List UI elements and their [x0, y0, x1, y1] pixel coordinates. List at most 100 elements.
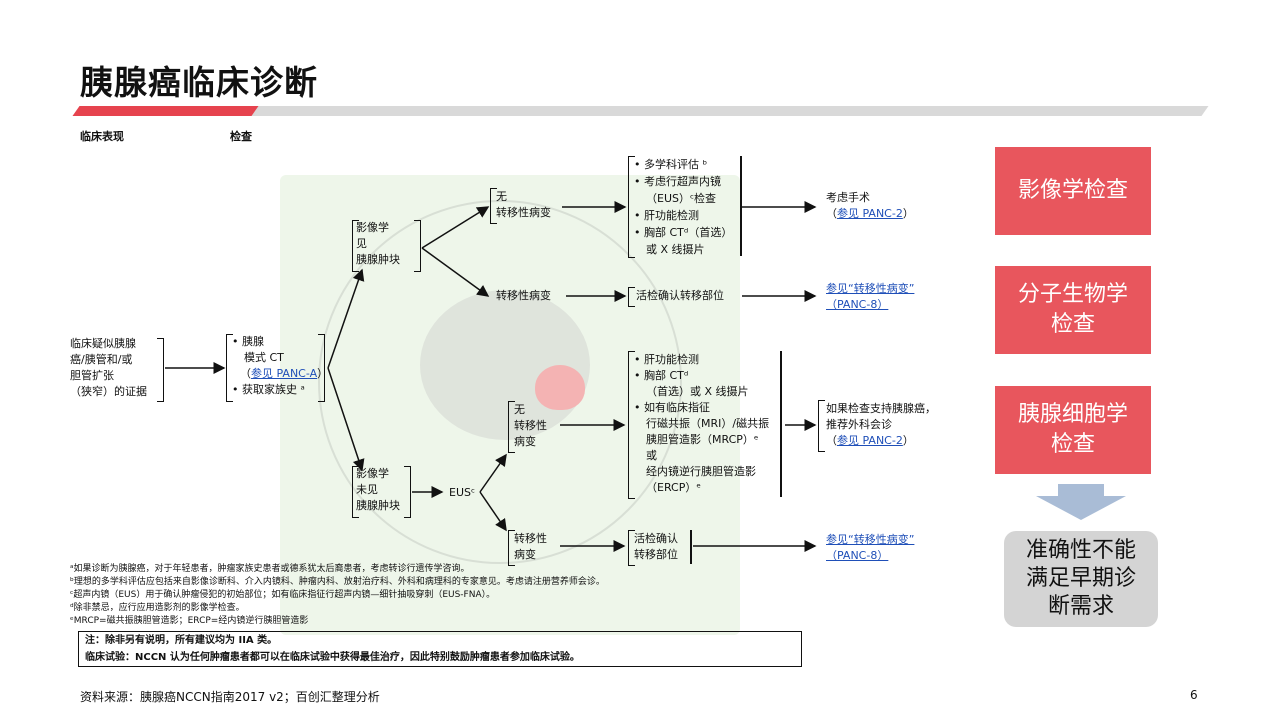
page-number: 6 — [1190, 688, 1198, 702]
bottom-list-divider — [780, 351, 782, 497]
bottom-list-item: 或 — [646, 449, 657, 462]
clinical-presentation-box: 临床疑似胰腺 癌/胰管和/或 胆管扩张 （狭窄）的证据 — [70, 336, 147, 400]
workup-line: • 胰腺 — [232, 335, 264, 348]
paren: ） — [902, 434, 914, 447]
workup-box: • 胰腺 模式 CT （参见 PANC-A） • 获取家族史 ᵃ — [232, 334, 328, 398]
panc-2-link[interactable]: 参见 PANC-2 — [837, 434, 903, 447]
imaging-exam-label: 影像学检查 — [1017, 178, 1128, 203]
bottom-list-item: （ERCP）ᵉ — [646, 481, 701, 494]
top-list-item: • 多学科评估 ᵇ — [634, 158, 708, 171]
mass-seen-bracket-right — [414, 220, 421, 272]
meta-top-label: 转移性病变 — [496, 289, 551, 302]
mass-seen-line: 影像学 — [356, 221, 389, 234]
biopsy-top-text: 活检确认转移部位 — [636, 289, 724, 302]
biopsy-bottom-line: 活检确认 — [634, 532, 678, 545]
paren: （ — [826, 207, 837, 220]
if-support-bracket — [818, 400, 825, 452]
consider-surgery-text: 考虑手术 — [826, 191, 870, 204]
top-list-item: 或 X 线摄片 — [646, 243, 705, 256]
see-meta-top[interactable]: 参见“转移性病变” （PANC-8） — [826, 281, 914, 313]
mass-unseen-box: 影像学 未见 胰腺肿块 — [356, 466, 400, 514]
mass-unseen-bracket — [352, 466, 359, 518]
paren: （ — [826, 434, 837, 447]
top-workup-list: • 多学科评估 ᵇ • 考虑行超声内镜 （EUS）ᶜ检查 • 肝功能检测 • 胸… — [634, 156, 732, 258]
biopsy-bottom-line: 转移部位 — [634, 548, 678, 561]
note-box: 注：除非另有说明，所有建议均为 IIA 类。 临床试验：NCCN 认为任何肿瘤患… — [78, 631, 802, 667]
top-list-item: • 考虑行超声内镜 — [634, 175, 721, 188]
molecular-biology-label: 分子生物学检查 — [1017, 282, 1128, 337]
meta-bottom-line: 病变 — [514, 548, 536, 561]
source-note: 资料来源：胰腺癌NCCN指南2017 v2；百创汇整理分析 — [80, 690, 380, 704]
down-arrow-icon — [1036, 484, 1126, 520]
page-title: 胰腺癌临床诊断 — [80, 63, 318, 102]
mass-unseen-line: 未见 — [356, 483, 378, 496]
footnote: ᵈ除非禁忌，应行应用造影剂的影像学检查。 — [70, 603, 245, 613]
imaging-exam-box: 影像学检查 — [995, 147, 1151, 235]
biopsy-bottom-bracket — [628, 530, 635, 566]
footnotes: ᵃ如果诊断为胰腺癌，对于年轻患者，肿瘤家族史患者或德系犹太后裔患者，考虑转诊行遗… — [70, 563, 605, 628]
clinical-line: 临床疑似胰腺 — [70, 337, 136, 350]
workup-bracket-right — [318, 334, 325, 402]
molecular-biology-box: 分子生物学检查 — [995, 266, 1151, 354]
bottom-list-item: 经内镜逆行胰胆管造影 — [646, 465, 756, 478]
panc-8-link[interactable]: （PANC-8） — [826, 298, 889, 311]
if-support-box: 如果检查支持胰腺癌， 推荐外科会诊 （参见 PANC-2） — [826, 401, 936, 449]
biopsy-top-bracket — [628, 287, 635, 307]
eus-label: EUSᶜ — [449, 486, 476, 499]
top-list-divider — [740, 156, 742, 256]
limitation-box: 准确性不能满足早期诊断需求 — [1004, 531, 1158, 627]
mass-seen-bracket — [352, 220, 359, 272]
mass-seen-line: 胰腺肿块 — [356, 253, 400, 266]
note-line: 注：除非另有说明，所有建议均为 IIA 类。 — [85, 635, 278, 646]
biopsy-bottom-divider — [690, 530, 692, 564]
cytology-exam-box: 胰腺细胞学检查 — [995, 386, 1151, 474]
header-workup: 检查 — [230, 130, 252, 143]
workup-bracket — [226, 334, 233, 402]
top-list-bracket — [628, 156, 635, 258]
mass-seen-box: 影像学 见 胰腺肿块 — [356, 220, 400, 268]
clinical-line: 癌/胰管和/或 — [70, 353, 133, 366]
workup-line: （参见 PANC-A） — [232, 366, 328, 382]
biopsy-bottom-box: 活检确认 转移部位 — [634, 531, 678, 563]
bottom-list-item: • 胸部 CTᵈ — [634, 369, 689, 382]
no-meta-bottom-line: 病变 — [514, 435, 536, 448]
consider-surgery-box: 考虑手术 （参见 PANC-2） — [826, 190, 914, 222]
paren: ） — [317, 367, 329, 380]
top-list-item: • 肝功能检测 — [634, 209, 699, 222]
clinical-bracket — [157, 338, 164, 402]
footnote: ᵇ理想的多学科评估应包括来自影像诊断科、介入内镜科、肿瘤内科、放射治疗科、外科和… — [70, 577, 605, 587]
panc-8-link[interactable]: 参见“转移性病变” — [826, 533, 915, 546]
clinical-line: 胆管扩张 — [70, 369, 114, 382]
no-meta-top-line: 无 — [496, 190, 507, 203]
no-meta-top-bracket — [490, 188, 497, 224]
header-clinical: 临床表现 — [80, 130, 124, 143]
no-meta-top-box: 无 转移性病变 — [496, 189, 551, 221]
no-meta-bottom-line: 转移性 — [514, 419, 547, 432]
mass-seen-line: 见 — [356, 237, 367, 250]
meta-bottom-box: 转移性 病变 — [514, 531, 547, 563]
bottom-list-item: （首选）或 X 线摄片 — [646, 385, 749, 398]
no-meta-bottom-line: 无 — [514, 403, 525, 416]
bottom-list-bracket — [628, 351, 635, 499]
panc-8-link[interactable]: 参见“转移性病变” — [826, 282, 915, 295]
panc-8-link[interactable]: （PANC-8） — [826, 549, 889, 562]
paren: ） — [902, 207, 914, 220]
footnote: ᶜ超声内镜（EUS）用于确认肿瘤侵犯的初始部位；如有临床指征行超声内镜—细针抽吸… — [70, 590, 496, 600]
cytology-exam-label: 胰腺细胞学检查 — [1017, 402, 1128, 457]
panc-a-link[interactable]: 参见 PANC-A — [251, 367, 318, 380]
panc-2-link[interactable]: 参见 PANC-2 — [837, 207, 903, 220]
clinical-line: （狭窄）的证据 — [70, 385, 147, 398]
see-meta-bottom[interactable]: 参见“转移性病变” （PANC-8） — [826, 532, 914, 564]
bottom-list-item: 行磁共振（MRI）/磁共振 — [646, 417, 770, 430]
limitation-label: 准确性不能满足早期诊断需求 — [1025, 538, 1136, 619]
if-support-line: 推荐外科会诊 — [826, 418, 892, 431]
bottom-list-item: • 肝功能检测 — [634, 353, 699, 366]
mass-unseen-line: 影像学 — [356, 467, 389, 480]
workup-line: 模式 CT — [244, 351, 284, 364]
watermark-heart-icon — [535, 365, 585, 410]
workup-line: • 获取家族史 ᵃ — [232, 383, 305, 396]
note-line: 临床试验：NCCN 认为任何肿瘤患者都可以在临床试验中获得最佳治疗，因此特别鼓励… — [85, 652, 580, 663]
bottom-list-item: 胰胆管造影（MRCP）ᵉ — [646, 433, 759, 446]
paren: （ — [240, 367, 251, 380]
